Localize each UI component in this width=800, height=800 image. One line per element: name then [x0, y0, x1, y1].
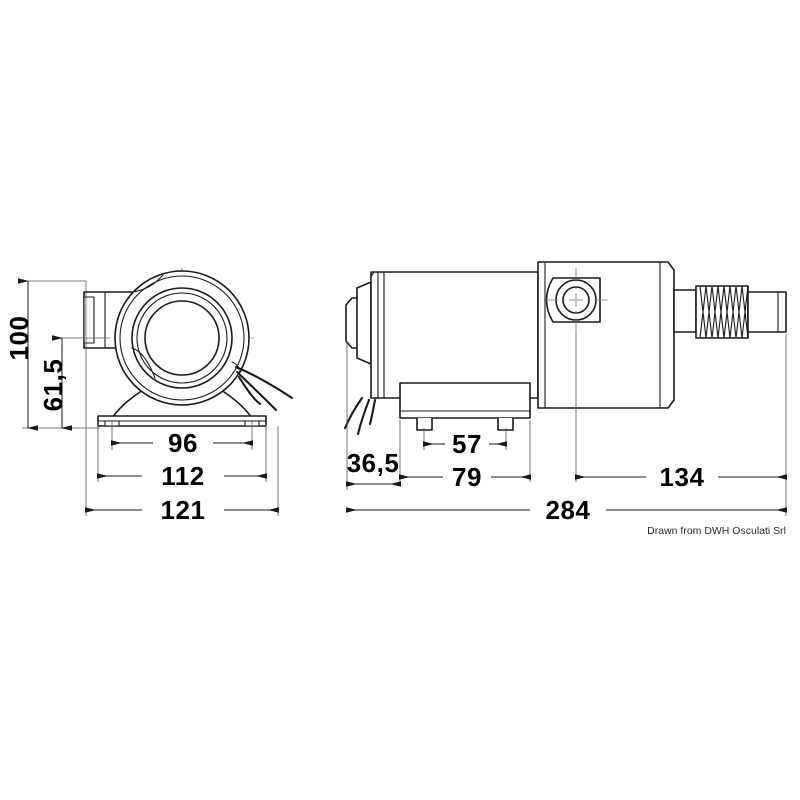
dim-label-79-mask [443, 461, 491, 491]
volute-scroll-lower [131, 347, 156, 379]
volute-scroll-upper [131, 274, 164, 293]
bracket-foot-left [416, 418, 433, 431]
thread-section-body [695, 285, 749, 339]
impeller-housing-circle [131, 287, 233, 389]
side-view-dimensions: 36,5 57 79 134 284 [346, 332, 787, 525]
dim-label-134-mask [646, 461, 718, 491]
mounting-bracket-body [399, 382, 531, 419]
dim-label-284: 284 [546, 495, 591, 525]
impeller-housing-inner-circle [136, 292, 228, 384]
electrical-wire-1 [234, 365, 294, 400]
motor-body-chamfer-top [370, 271, 539, 278]
side-electrical-wire-3 [368, 398, 377, 426]
dim-label-96: 96 [168, 428, 198, 458]
bracket-foot-right [497, 418, 514, 431]
side-electrical-wire-1 [343, 396, 364, 430]
dim-label-100: 100 [4, 316, 34, 361]
electrical-wire-3 [237, 375, 262, 406]
wire-gland [231, 361, 242, 373]
front-view-group [83, 268, 294, 427]
dim-label-121: 121 [161, 495, 206, 525]
dim-label-134: 134 [660, 462, 705, 492]
thread-crests [699, 285, 749, 339]
dim-label-112: 112 [161, 461, 204, 491]
side-electrical-wire-2 [356, 398, 371, 436]
volute-outer-circle [114, 270, 250, 406]
volute-inner-circle [119, 275, 245, 401]
shaft-bore-circle [144, 300, 220, 376]
motor-body [370, 271, 539, 399]
dim-label-365: 36,5 [347, 448, 400, 478]
drawing-credit-caption: Drawn from DWH Osculati Srl [647, 525, 786, 537]
dim-label-57-mask [445, 428, 489, 458]
dim-label-96-mask [153, 427, 213, 457]
front-view-dimensions: 100 61,5 96 112 121 [4, 278, 279, 525]
dim-label-112-mask [142, 460, 224, 490]
dim-label-57: 57 [452, 429, 482, 459]
side-view-group [343, 261, 787, 436]
dim-label-121-mask [142, 494, 224, 524]
outlet-neck [673, 289, 697, 333]
hose-barb-end [747, 291, 787, 333]
dim-label-79: 79 [452, 462, 482, 492]
motor-end-collar [356, 281, 372, 365]
inlet-port-flange [83, 296, 95, 344]
dim-label-615: 61,5 [38, 359, 68, 412]
electrical-wire-2 [235, 370, 278, 412]
dim-label-284-mask [530, 494, 606, 524]
